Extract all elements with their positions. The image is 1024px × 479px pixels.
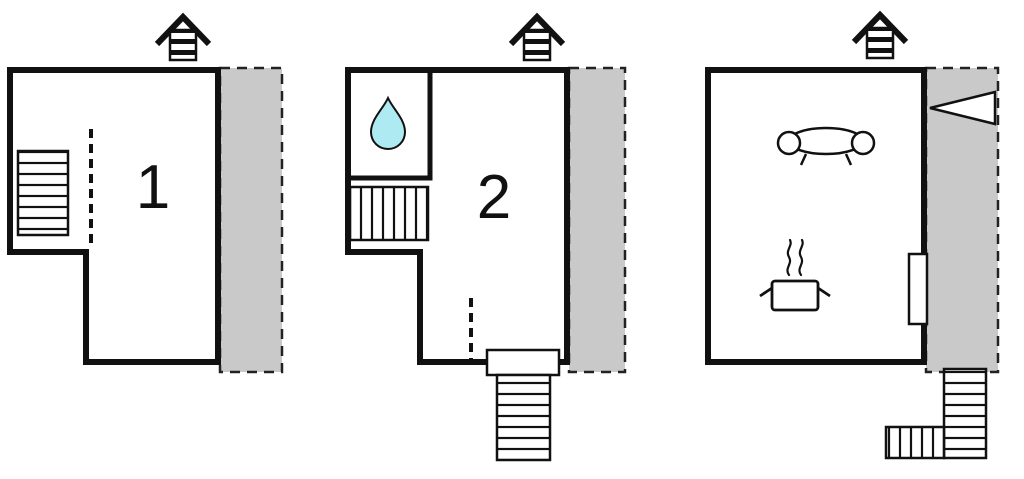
water-drop-icon [369,95,407,151]
door [907,252,929,326]
chimney-icon [854,15,906,58]
chimney-icon [157,17,209,60]
floorplan-unit-2: 2 [345,17,627,462]
terrace-area [218,66,284,374]
room-outline [705,67,927,365]
exterior-stairs [495,373,552,462]
room-number-label: 2 [477,163,511,232]
stairs-icon [16,149,70,237]
chimney-icon [511,17,563,60]
steam-icon [786,238,804,277]
stairs-icon [348,185,430,242]
corner-stairs-horizontal-run [884,425,946,460]
sofa-icon [776,126,876,166]
corner-stairs [884,367,988,460]
entrance-landing [485,348,561,377]
room-outline [7,67,221,365]
floorplan-unit-1: 1 [7,17,284,374]
corner-stairs-vertical-run [942,367,988,460]
cooking-pot-icon [759,238,831,312]
entrance-arrow-icon [929,90,997,126]
floorplan-unit-3 [705,15,1000,460]
room-number-label: 1 [136,153,170,222]
bathroom-wall [348,68,433,181]
room-outline [345,67,570,365]
terrace-area [567,66,627,374]
